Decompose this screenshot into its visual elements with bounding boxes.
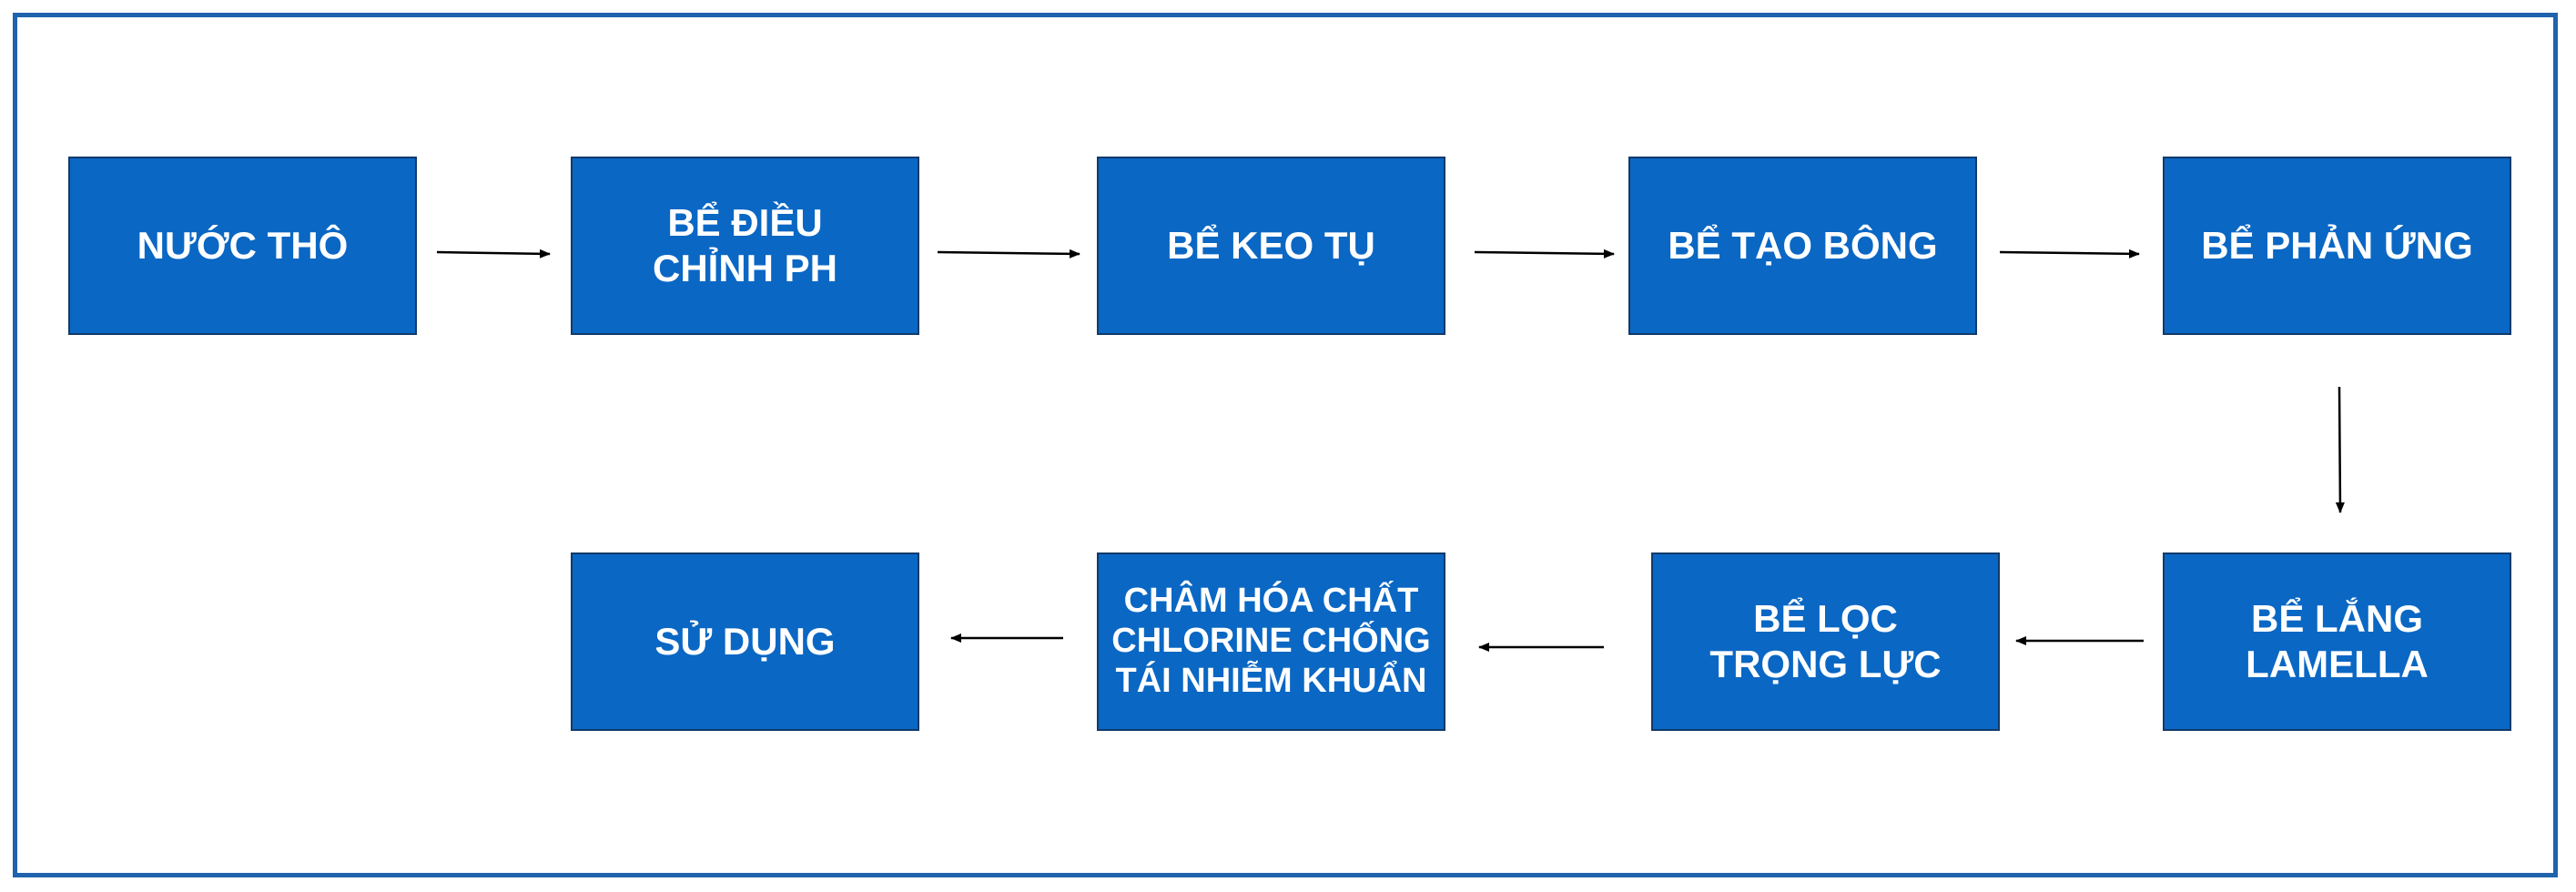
node-cham-hoa-chat: CHÂM HÓA CHẤT CHLORINE CHỐNG TÁI NHIỄM K…: [1097, 552, 1445, 731]
node-be-keo-tu: BỂ KEO TỤ: [1097, 157, 1445, 335]
node-label-line: TÁI NHIỄM KHUẨN: [1115, 661, 1427, 700]
node-label-line: BỂ ĐIỀU: [667, 201, 823, 245]
node-label-line: BỂ PHẢN ỨNG: [2201, 224, 2473, 268]
node-be-lang-lamella: BỂ LẮNG LAMELLA: [2163, 552, 2511, 731]
node-label-line: CHỈNH PH: [652, 247, 837, 289]
node-be-loc-trong-luc: BỂ LỌC TRỌNG LỰC: [1651, 552, 2000, 731]
node-label-line: TRỌNG LỰC: [1709, 643, 1942, 685]
node-label-line: CHLORINE CHỐNG: [1111, 622, 1431, 661]
node-label-line: CHÂM HÓA CHẤT: [1123, 582, 1419, 621]
node-label-line: BỂ TẠO BÔNG: [1668, 224, 1938, 268]
node-label-line: LAMELLA: [2246, 643, 2429, 685]
node-be-dieu-chinh-ph: BỂ ĐIỀU CHỈNH PH: [571, 157, 919, 335]
node-label-line: BỂ KEO TỤ: [1167, 224, 1375, 268]
diagram-frame: [13, 13, 2558, 877]
node-nuoc-tho: NƯỚC THÔ: [68, 157, 417, 335]
node-be-tao-bong: BỂ TẠO BÔNG: [1628, 157, 1977, 335]
node-be-phan-ung: BỂ PHẢN ỨNG: [2163, 157, 2511, 335]
node-label-line: NƯỚC THÔ: [137, 224, 349, 268]
node-label-line: BỂ LẮNG: [2250, 597, 2423, 641]
node-label-line: SỬ DỤNG: [654, 620, 836, 664]
node-su-dung: SỬ DỤNG: [571, 552, 919, 731]
node-label-line: BỂ LỌC: [1753, 597, 1898, 641]
